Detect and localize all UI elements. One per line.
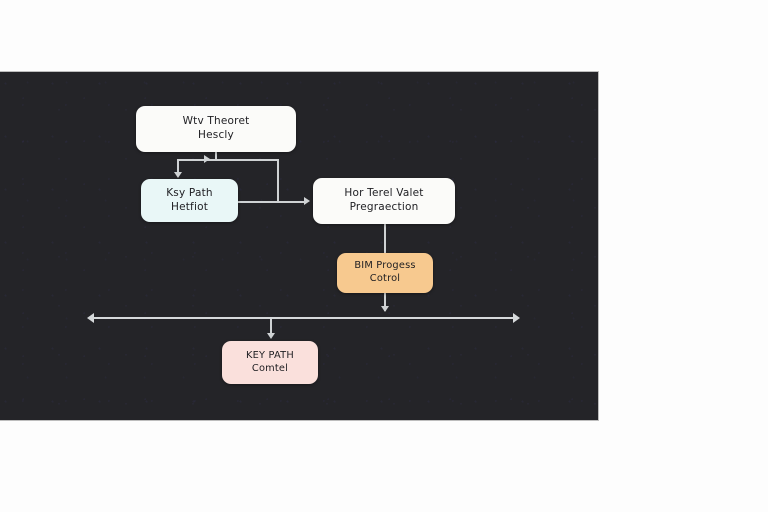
node-bim-progress-control[interactable]: BIM Progess Cotrol <box>337 253 433 293</box>
connector-elbow-down-to-keypath <box>177 159 179 175</box>
node-wave-thread-ready-line2: Hescly <box>198 129 234 141</box>
node-key-path-control-line2: Comtel <box>251 362 289 374</box>
node-level-value-projection-line1: Hor Terel Valet <box>344 187 424 200</box>
arrowhead-axis-left <box>87 313 94 323</box>
node-key-path-control[interactable]: KEY PATH Comtel <box>222 341 318 384</box>
node-bim-progress-control-line1: BIM Progess <box>354 260 416 272</box>
connector-wave-to-level-top <box>215 159 278 161</box>
arrowhead-bim-to-axis <box>381 306 389 312</box>
node-level-value-projection-line2: Pregraection <box>349 201 419 213</box>
connector-wave-to-keypath-horizontal <box>178 159 216 161</box>
connector-keypath-to-level <box>238 201 306 203</box>
connector-axis-to-keypath-control <box>270 319 272 335</box>
connector-wave-to-level-vertical <box>277 159 279 203</box>
arrowhead-into-level-value <box>304 197 310 205</box>
connector-bim-to-axis <box>384 293 386 311</box>
node-key-path-method[interactable]: Ksy Path Hetfiot <box>141 179 238 222</box>
node-key-path-method-line2: Hetfiot <box>170 200 209 213</box>
diagram-canvas: Wtv Theoret Hescly Ksy Path Hetfiot Hor … <box>0 72 598 420</box>
node-bim-progress-control-line2: Cotrol <box>369 273 401 284</box>
arrowhead-wave-to-keypath-right <box>204 155 210 163</box>
arrowhead-axis-right <box>513 313 520 323</box>
node-wave-thread-ready-line1: Wtv Theoret <box>182 115 250 128</box>
arrowhead-into-keypath-method <box>174 172 182 178</box>
arrowhead-axis-to-keypath-control <box>267 333 275 339</box>
node-key-path-method-line1: Ksy Path <box>166 186 213 199</box>
node-key-path-control-line1: KEY PATH <box>246 349 294 361</box>
node-level-value-projection[interactable]: Hor Terel Valet Pregraection <box>313 178 455 224</box>
node-wave-thread-ready[interactable]: Wtv Theoret Hescly <box>136 106 296 152</box>
timeline-axis <box>94 317 513 319</box>
connector-level-to-bim <box>384 224 386 253</box>
connector-wave-down-stub <box>215 152 217 160</box>
